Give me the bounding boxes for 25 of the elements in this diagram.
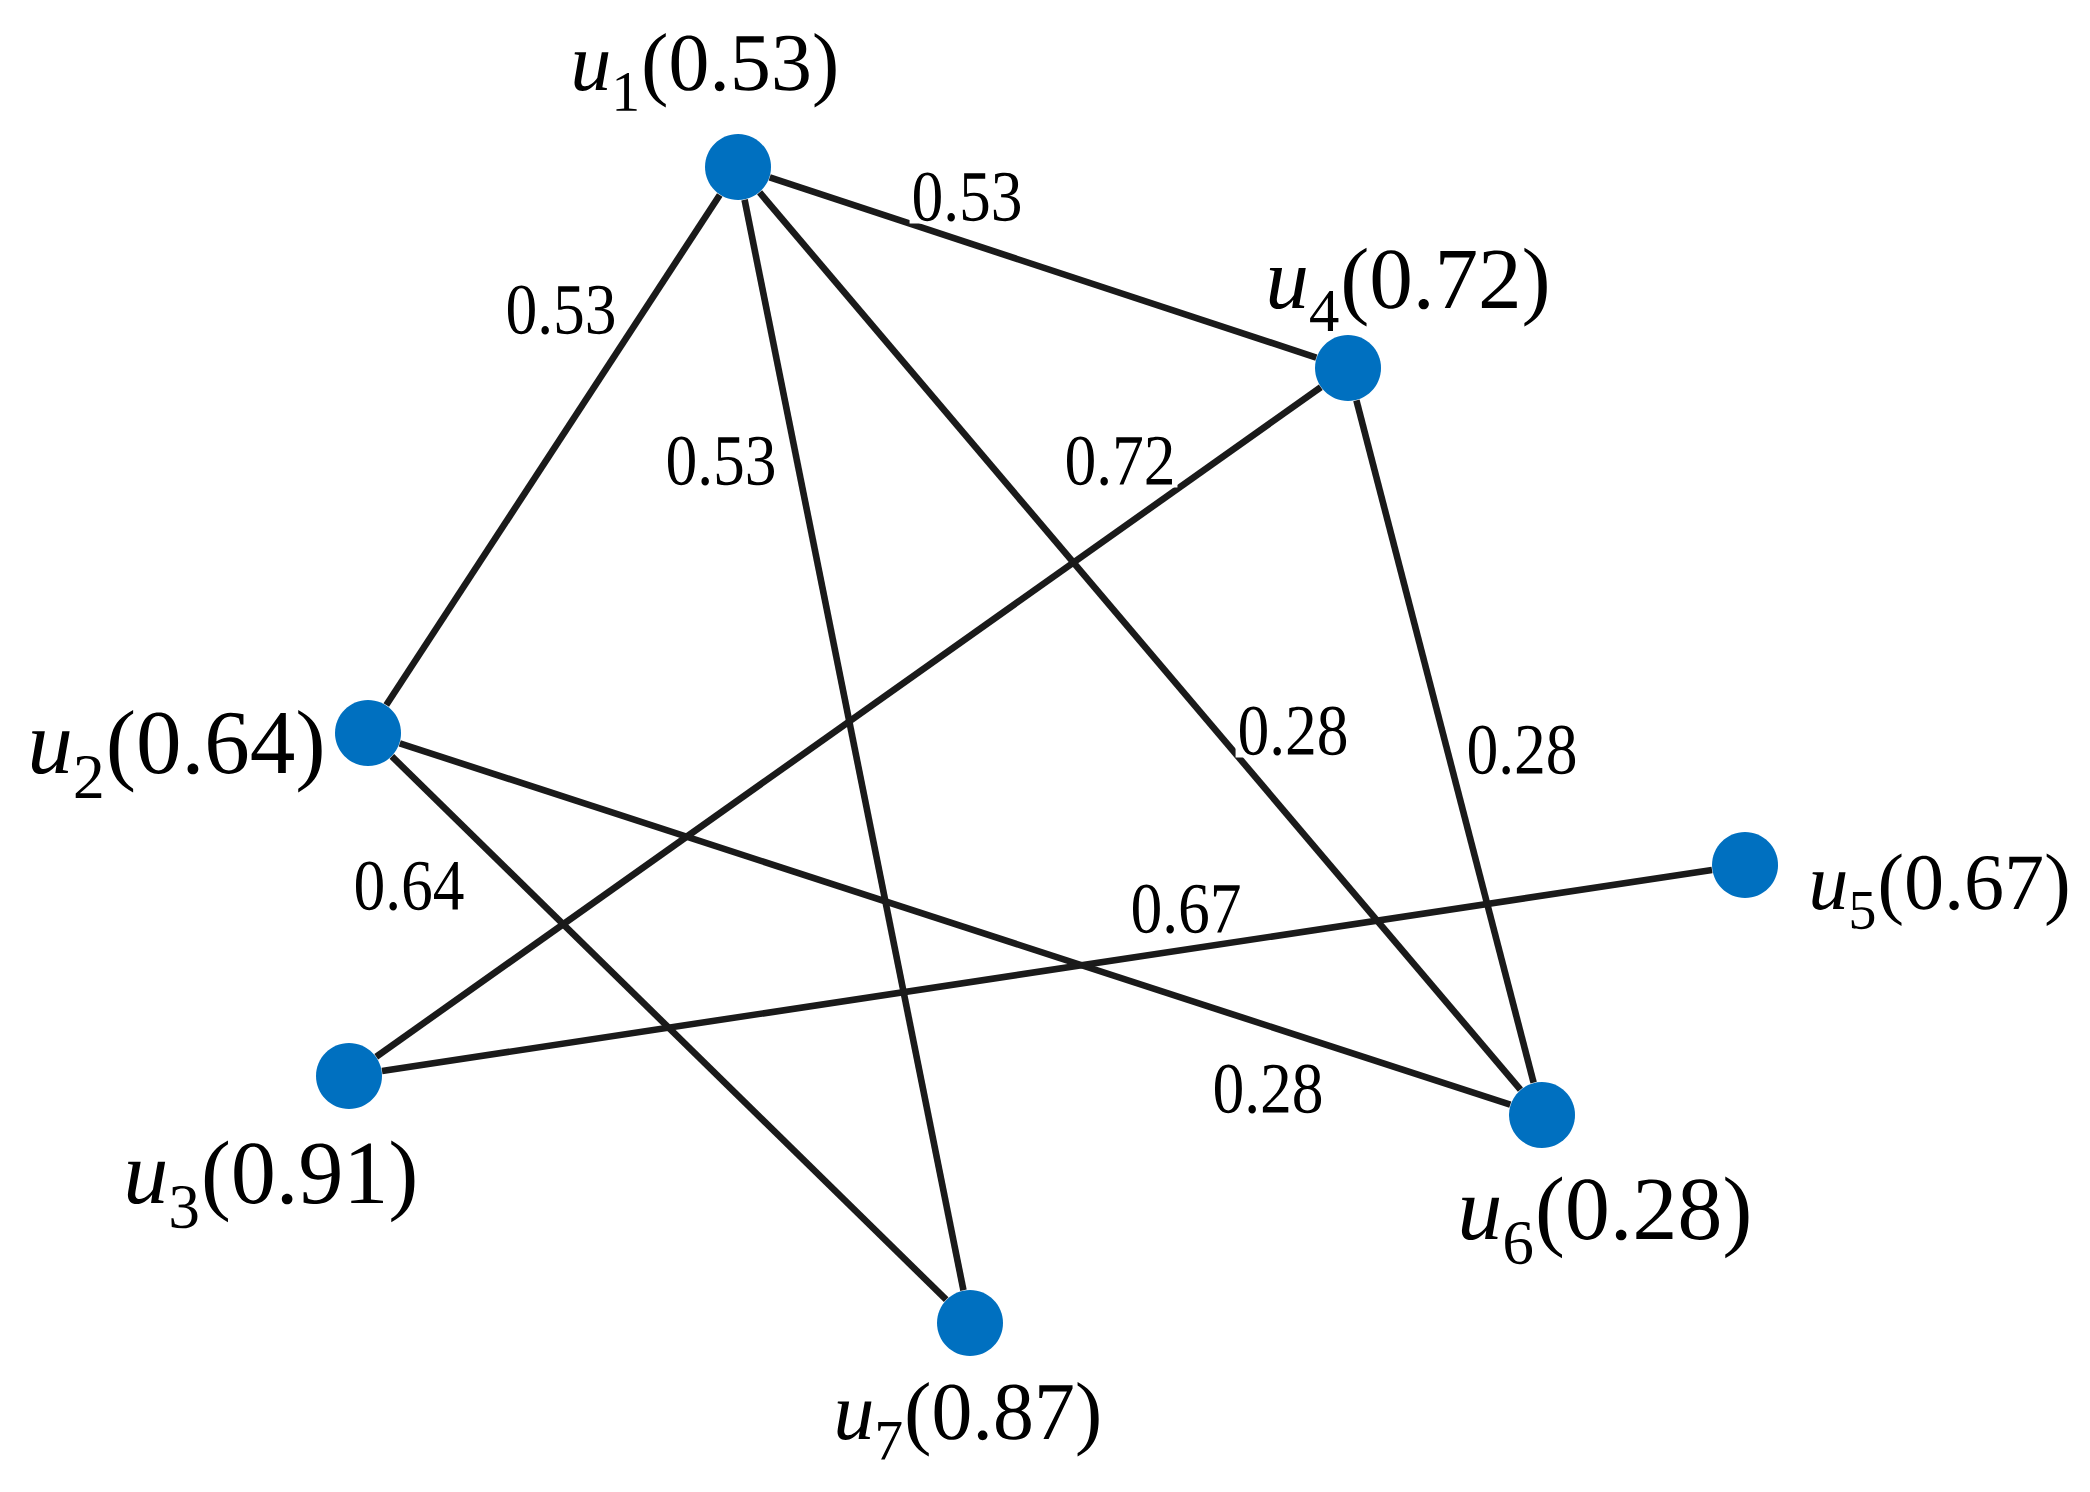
edge-label: 0.53 bbox=[663, 434, 779, 488]
edge-line bbox=[383, 193, 723, 707]
edge-label: 0.72 bbox=[1062, 434, 1178, 488]
node-label: u$_{7}$(0.87) bbox=[837, 1382, 1099, 1460]
edge-line bbox=[1353, 399, 1537, 1084]
edge-line bbox=[757, 190, 1523, 1092]
edge-line bbox=[381, 866, 1713, 1075]
edge-label: 0.28 bbox=[1235, 704, 1351, 758]
node-label: u$_{1}$(0.53) bbox=[574, 33, 836, 111]
edge-label: 0.28 bbox=[1210, 1062, 1326, 1116]
node-label: u$_{2}$(0.64) bbox=[31, 709, 322, 799]
node-label: u$_{3}$(0.91) bbox=[127, 1140, 415, 1229]
edge-line bbox=[741, 199, 967, 1291]
edge-label: 0.64 bbox=[351, 859, 467, 913]
edge-line bbox=[389, 754, 949, 1302]
edge-label: 0.53 bbox=[503, 283, 619, 337]
edge-label: 0.53 bbox=[909, 170, 1025, 224]
node-label: u$_{5}$(0.67) bbox=[1812, 853, 2068, 930]
edge-line bbox=[398, 740, 1512, 1108]
edge-line bbox=[768, 174, 1318, 361]
edge-label: 0.28 bbox=[1464, 723, 1580, 777]
edge-label: 0.67 bbox=[1128, 882, 1244, 936]
node-label: u$_{4}$(0.72) bbox=[1269, 247, 1547, 331]
node-label: u$_{6}$(0.28) bbox=[1461, 1176, 1749, 1265]
edge-line bbox=[374, 384, 1323, 1060]
